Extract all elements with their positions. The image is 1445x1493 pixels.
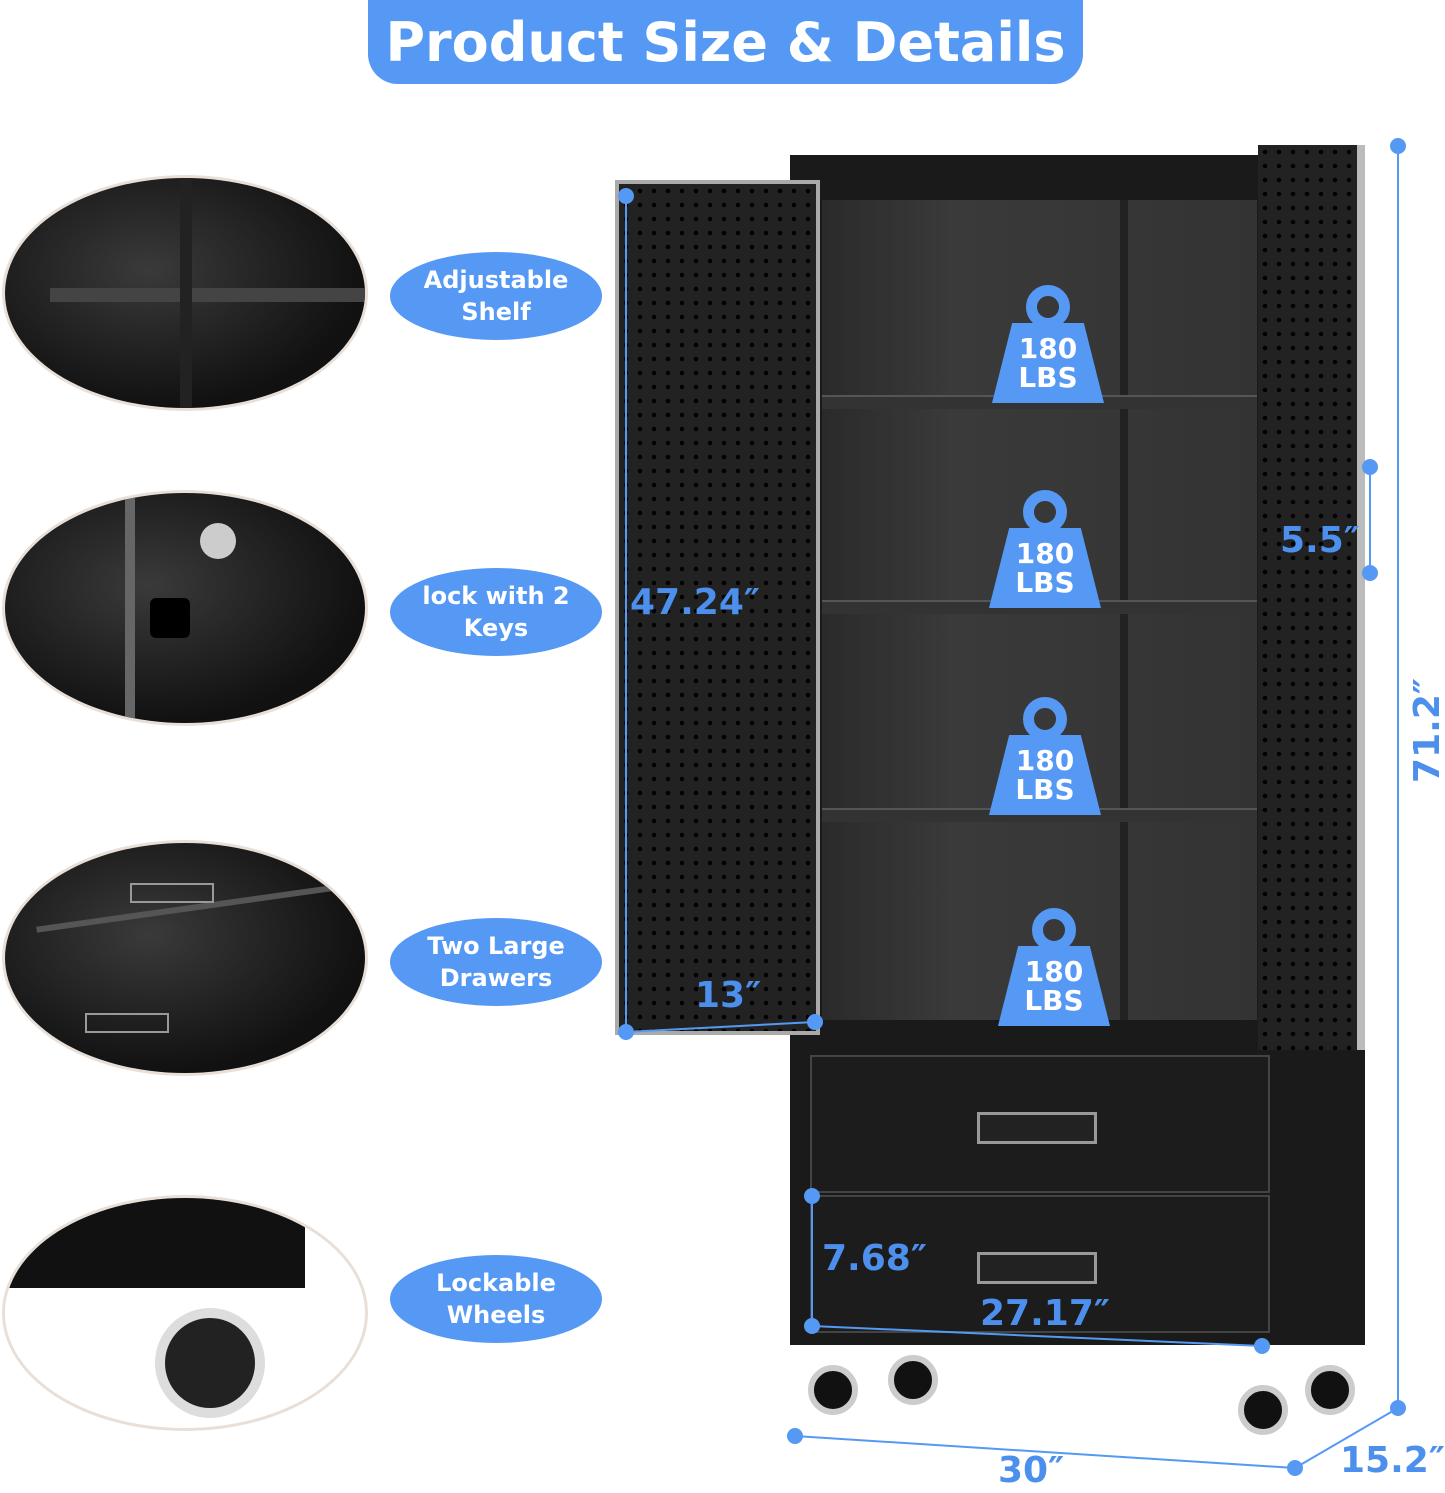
drawer-handle: [977, 1112, 1097, 1144]
page-title: Product Size & Details: [368, 0, 1083, 84]
drawer: [810, 1055, 1270, 1193]
wheel: [888, 1355, 938, 1405]
right-door: [1258, 145, 1365, 1050]
feature-label-wheels: Lockable Wheels: [390, 1255, 602, 1343]
total-height-dimension: 71.2″: [1406, 678, 1445, 783]
handle-dimension: 5.5″: [1280, 520, 1360, 561]
depth-dimension: 15.2″: [1340, 1440, 1445, 1481]
left-door: [615, 180, 820, 1035]
door-width-dimension: 13″: [695, 975, 762, 1016]
width-dimension: 30″: [998, 1450, 1065, 1491]
lock-detail-image: [2, 490, 368, 726]
wheels-detail-image: [2, 1195, 368, 1431]
drawer-width-dimension: 27.17″: [980, 1293, 1110, 1334]
shelf-detail-image: [2, 175, 368, 411]
wheel: [808, 1365, 858, 1415]
wheel: [1238, 1385, 1288, 1435]
feature-label-lock: lock with 2 Keys: [390, 568, 602, 656]
wheel: [1305, 1365, 1355, 1415]
drawer: [810, 1195, 1270, 1333]
drawer-height-dimension: 7.68″: [822, 1238, 927, 1279]
feature-label-drawers: Two Large Drawers: [390, 918, 602, 1006]
drawers-detail-image: [2, 840, 368, 1076]
feature-label-adjustable-shelf: Adjustable Shelf: [390, 252, 602, 340]
drawer-handle: [977, 1252, 1097, 1284]
door-height-dimension: 47.24″: [630, 582, 760, 623]
